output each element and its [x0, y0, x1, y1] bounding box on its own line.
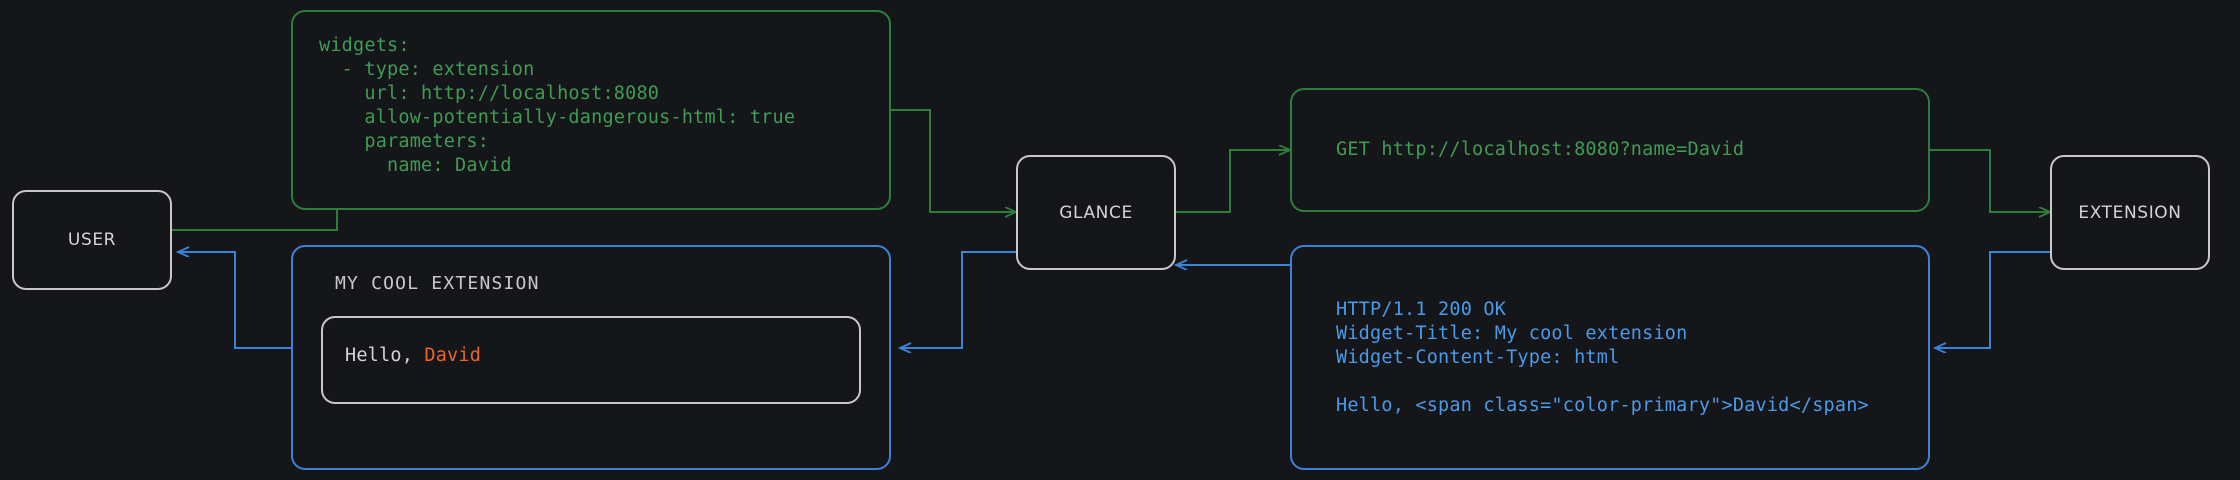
widget-preview-title: MY COOL EXTENSION	[335, 273, 540, 294]
widget-greeting-name: David	[424, 345, 482, 366]
wire-glance-to-widget	[900, 251, 1016, 348]
config-yaml-box: widgets: - type: extension url: http://l…	[291, 10, 891, 210]
node-extension-label: EXTENSION	[2078, 202, 2182, 223]
wire-widget-to-user	[178, 252, 291, 349]
wire-request-to-extension	[1930, 149, 2050, 212]
http-request-text: GET http://localhost:8080?name=David	[1336, 139, 1745, 160]
wire-glance-to-request	[1176, 150, 1290, 213]
node-user[interactable]: USER	[12, 190, 172, 290]
http-response-text: HTTP/1.1 200 OK Widget-Title: My cool ex…	[1336, 298, 1869, 416]
node-glance-label: GLANCE	[1059, 202, 1133, 223]
config-yaml-text: widgets: - type: extension url: http://l…	[319, 35, 796, 176]
widget-preview-card: Hello, David	[321, 316, 861, 404]
widget-preview-box: MY COOL EXTENSION Hello, David	[291, 245, 891, 470]
node-user-label: USER	[67, 230, 117, 250]
node-extension[interactable]: EXTENSION	[2050, 155, 2210, 270]
wire-config-to-glance	[891, 109, 1016, 212]
wire-extension-to-response	[1935, 251, 2050, 348]
widget-greeting-prefix: Hello,	[345, 345, 425, 366]
node-glance[interactable]: GLANCE	[1016, 155, 1176, 270]
http-request-box: GET http://localhost:8080?name=David	[1290, 88, 1930, 212]
http-response-box: HTTP/1.1 200 OK Widget-Title: My cool ex…	[1290, 245, 1930, 470]
